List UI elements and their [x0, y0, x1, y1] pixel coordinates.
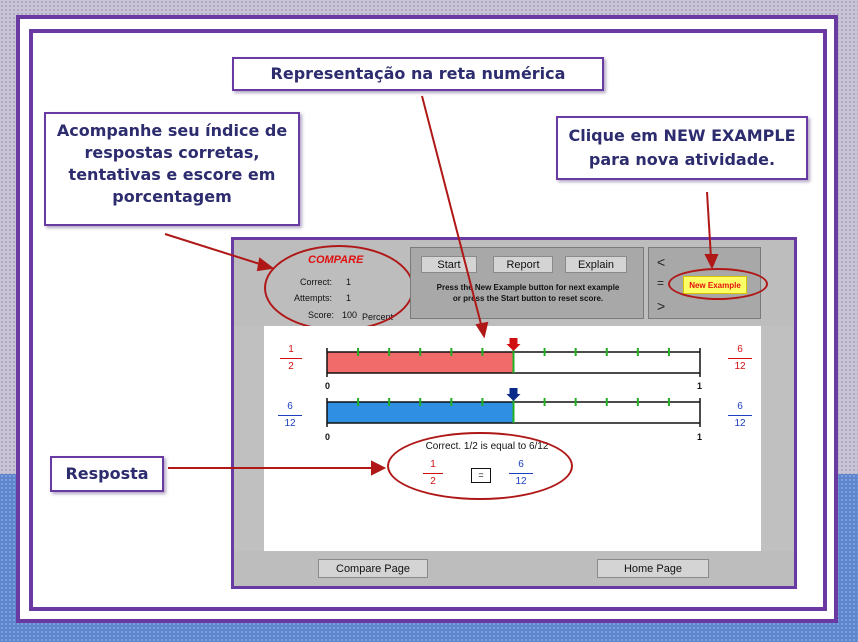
annotation-arrows — [164, 95, 719, 476]
arrow-number-line-head — [475, 321, 489, 339]
fraction-right-top-numerator: 6 — [737, 344, 743, 355]
callout-score-line-3: tentativas e escore em — [68, 165, 276, 184]
arrow-score — [164, 233, 264, 266]
fraction-right-top: 6 12 — [728, 344, 752, 372]
instruction-line-1: Press the New Example button for next ex… — [436, 283, 620, 292]
callout-score-line-2: respostas corretas, — [84, 143, 260, 162]
bottom-line-start-label: 0 — [325, 432, 331, 442]
bottom-number-line — [326, 388, 701, 427]
new-example-highlight-ellipse — [668, 268, 768, 300]
home-page-button[interactable]: Home Page — [597, 559, 709, 578]
callout-new-example: Clique em NEW EXAMPLE para nova atividad… — [556, 116, 808, 180]
explain-button[interactable]: Explain — [565, 256, 627, 273]
callout-number-line-text: Representação na reta numérica — [270, 64, 566, 83]
arrow-score-head — [256, 257, 275, 272]
callout-new-example-bold: NEW EXAMPLE — [663, 126, 796, 145]
callout-score-line-4: porcentagem — [112, 187, 232, 206]
arrow-new-example — [706, 191, 712, 259]
callout-score: Acompanhe seu índice de respostas corret… — [44, 112, 300, 226]
callout-answer: Resposta — [50, 456, 164, 492]
fraction-right-top-denominator: 12 — [734, 361, 746, 372]
fraction-bar — [280, 358, 302, 359]
fraction-left-bottom-numerator: 6 — [287, 401, 293, 412]
fraction-bar — [728, 358, 752, 359]
control-panel: Start Report Explain Press the New Examp… — [410, 247, 644, 319]
callout-number-line: Representação na reta numérica — [232, 57, 604, 91]
callout-score-line-1: Acompanhe seu índice de — [56, 121, 288, 140]
equal-button[interactable]: = — [657, 276, 665, 290]
arrow-answer-head — [371, 460, 387, 476]
fraction-bar — [278, 415, 302, 416]
fraction-right-bottom: 6 12 — [728, 401, 752, 429]
fraction-right-bottom-denominator: 12 — [734, 418, 746, 429]
fraction-left-top: 1 2 — [280, 344, 302, 372]
prev-button[interactable]: < — [657, 254, 666, 270]
answer-highlight-ellipse — [387, 432, 573, 500]
start-button[interactable]: Start — [421, 256, 477, 273]
bottom-line-end-label: 1 — [697, 432, 703, 442]
arrow-new-example-head — [704, 254, 719, 270]
fraction-left-bottom-denominator: 12 — [284, 418, 296, 429]
callout-new-example-post: para nova atividade. — [588, 150, 776, 169]
top-line-start-label: 0 — [325, 381, 331, 391]
fraction-left-top-numerator: 1 — [288, 344, 294, 355]
position-marker-arrow — [506, 338, 521, 351]
bar-filled-segment — [327, 402, 514, 423]
top-line-end-label: 1 — [697, 381, 703, 391]
report-button[interactable]: Report — [493, 256, 553, 273]
instruction-line-2: or press the Start button to reset score… — [452, 294, 604, 303]
callout-answer-text: Resposta — [65, 464, 149, 483]
bar-filled-segment — [327, 352, 514, 373]
fraction-right-bottom-numerator: 6 — [737, 401, 743, 412]
fraction-bar — [728, 415, 752, 416]
callout-new-example-pre: Clique em — [568, 126, 664, 145]
top-number-line — [326, 338, 701, 377]
fraction-left-bottom: 6 12 — [278, 401, 302, 429]
fraction-left-top-denominator: 2 — [288, 361, 294, 372]
arrow-number-line — [421, 95, 483, 329]
position-marker-arrow — [506, 388, 521, 401]
next-button[interactable]: > — [657, 298, 666, 314]
compare-page-button[interactable]: Compare Page — [318, 559, 428, 578]
